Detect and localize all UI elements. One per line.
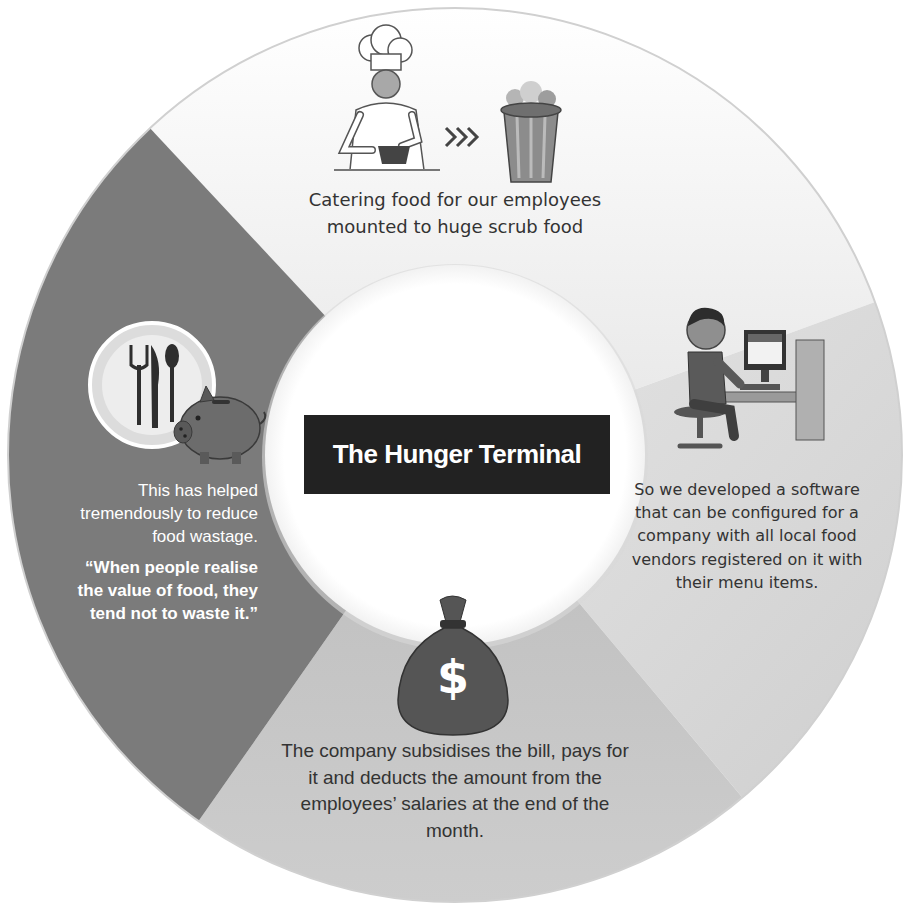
segment-text: Catering food for our employees mounted … (275, 186, 635, 240)
title-box: The Hunger Terminal (304, 415, 610, 494)
money-bag-icon (398, 596, 508, 735)
ring-outline (8, 8, 902, 902)
segment-text: The company subsidises the bill, pays fo… (280, 738, 630, 844)
inner-circle (265, 265, 645, 645)
inner-shadow (262, 264, 648, 650)
ring-segment: This has helped tremendously to reduce f… (58, 480, 258, 626)
ring-segments (8, 8, 902, 902)
segment-text: This has helped tremendously to reduce f… (58, 480, 258, 549)
plate-piggy-bank-icon (90, 323, 265, 464)
computer-user-icon (674, 308, 824, 446)
arrow-chevrons (446, 128, 477, 146)
dollar-symbol: $ (403, 650, 503, 704)
ring-segment: So we developed a software that can be c… (622, 478, 872, 594)
trash-can-icon (501, 81, 561, 182)
title-text: The Hunger Terminal (333, 439, 582, 470)
segment-text: So we developed a software that can be c… (622, 478, 872, 594)
quote-text: “When people realise the value of food, … (58, 557, 258, 626)
ring-segment: Catering food for our employees mounted … (275, 186, 635, 240)
ring-segment: The company subsidises the bill, pays fo… (280, 738, 630, 844)
chef-icon (334, 25, 440, 170)
